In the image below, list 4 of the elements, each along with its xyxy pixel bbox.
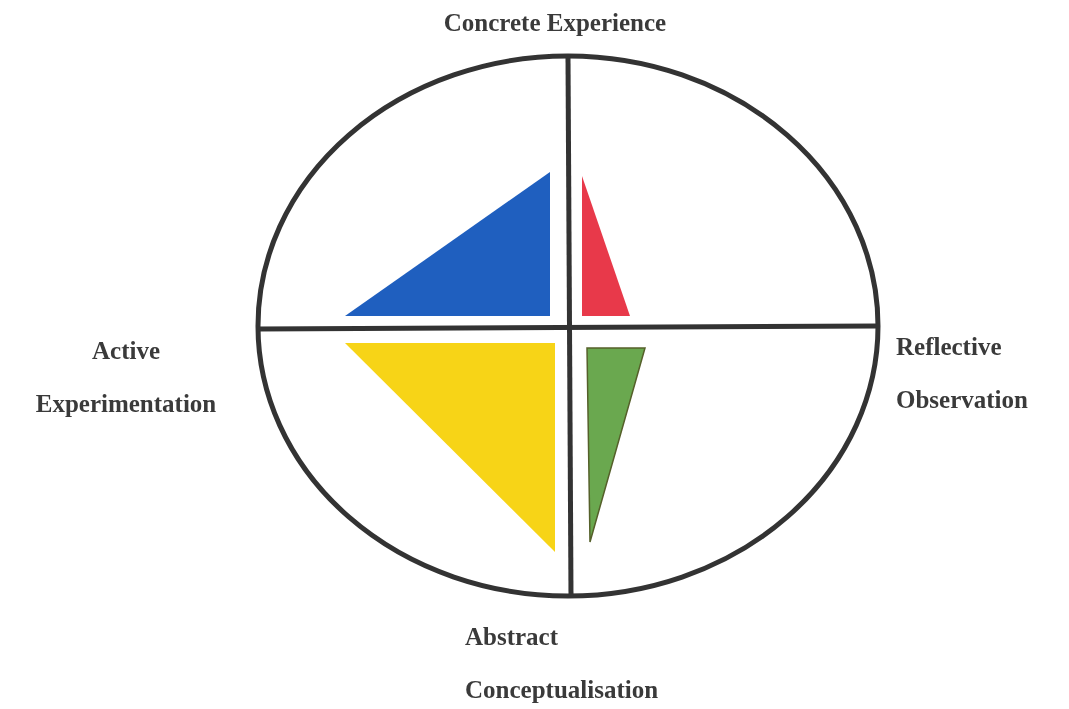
stage-label: Active Experimentation (34, 336, 218, 419)
stage-label: Concrete Experience (442, 8, 668, 38)
stage-label: Reflective Observation (896, 332, 1029, 415)
stage-label: Abstract Conceptualisation (465, 622, 660, 705)
